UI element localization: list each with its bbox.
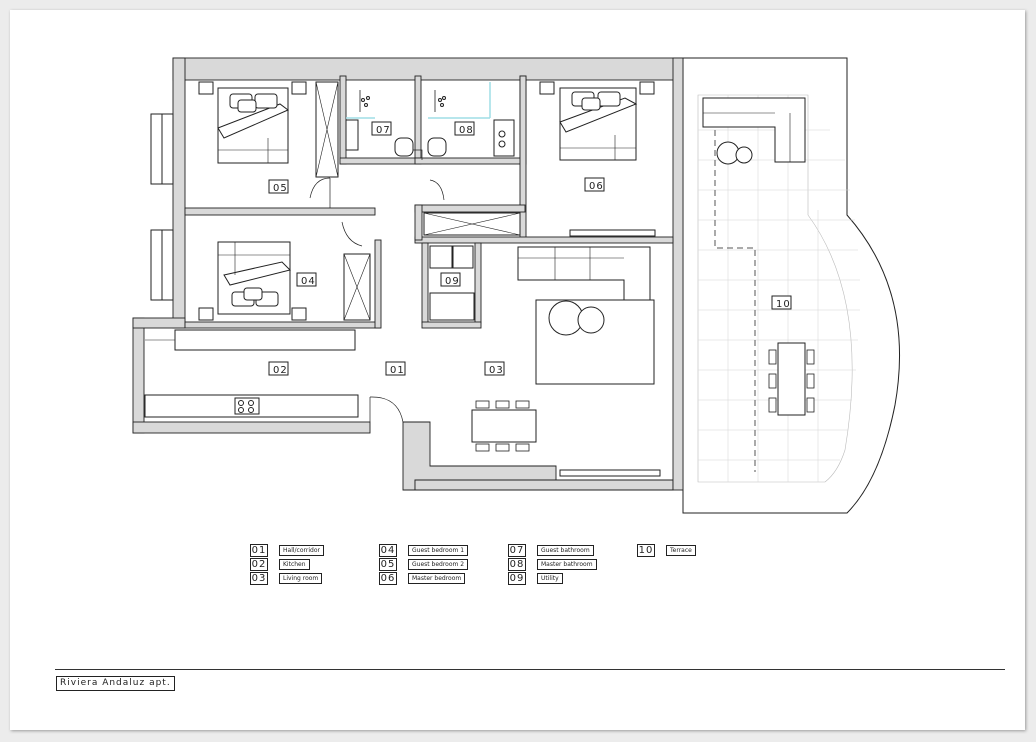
terrace-dining-table	[777, 342, 806, 416]
legend-number: 08	[508, 558, 526, 571]
windows-left	[150, 113, 174, 301]
legend-label: Master bedroom	[408, 573, 466, 584]
terrace-side-table-2	[735, 146, 753, 164]
utility-furniture	[429, 245, 475, 321]
legend-label: Utility	[537, 573, 563, 584]
legend-label: Guest bedroom 2	[408, 559, 469, 570]
room-tag-02: 02	[268, 361, 289, 376]
legend-number: 09	[508, 572, 526, 585]
legend-label: Guest bathroom	[537, 545, 594, 556]
bedroom-04-furniture	[198, 221, 371, 321]
terrace-side-table	[716, 141, 740, 165]
svg-text:01: 01	[390, 365, 405, 376]
bedroom-05-furniture	[198, 81, 339, 208]
terrace-tile-grid	[698, 95, 860, 482]
room-tag-04: 04	[296, 272, 317, 287]
legend-label: Guest bedroom 1	[408, 545, 469, 556]
kitchen-furniture	[144, 329, 359, 418]
legend-number: 02	[250, 558, 268, 571]
legend-label: Kitchen	[279, 559, 310, 570]
svg-text:02: 02	[273, 365, 288, 376]
legend-number: 03	[250, 572, 268, 585]
room-tag-06: 06	[584, 177, 605, 192]
terrace-outline	[682, 57, 900, 514]
room-tag-09: 09	[440, 272, 461, 287]
svg-text:07: 07	[376, 125, 391, 136]
terrace	[682, 57, 900, 514]
living-furniture	[471, 246, 661, 477]
svg-text:09: 09	[445, 276, 460, 287]
svg-text:06: 06	[589, 181, 604, 192]
legend-number: 01	[250, 544, 268, 557]
bedroom-06-furniture	[429, 81, 656, 237]
room-tag-10: 10	[771, 295, 792, 310]
legend-number: 05	[379, 558, 397, 571]
terrace-dashed-line	[714, 110, 756, 472]
legend-number: 10	[637, 544, 655, 557]
svg-text:10: 10	[776, 299, 791, 310]
corridor-storage	[423, 212, 521, 236]
legend-label: Hall/corridor	[279, 545, 324, 556]
room-tag-03: 03	[484, 361, 505, 376]
room-tag-08: 08	[454, 121, 475, 136]
svg-text:03: 03	[489, 365, 504, 376]
legend-label: Living room	[279, 573, 323, 584]
legend-number: 07	[508, 544, 526, 557]
svg-text:08: 08	[459, 125, 474, 136]
legend-number: 04	[379, 544, 397, 557]
svg-text:04: 04	[301, 276, 316, 287]
legend-label: Terrace	[666, 545, 696, 556]
room-tag-07: 07	[371, 121, 392, 136]
drawing-sheet: 05 07 08 06 04 09	[10, 10, 1025, 730]
legend-number: 06	[379, 572, 397, 585]
floor-plan: 05 07 08 06 04 09	[132, 57, 900, 514]
legend-label: Master bathroom	[537, 559, 597, 570]
room-tags: 05 07 08 06 04 09	[268, 121, 792, 376]
terrace-paving	[697, 94, 853, 483]
walls	[132, 57, 684, 491]
entrance-door	[369, 396, 404, 423]
title-block-divider	[55, 669, 1005, 670]
room-tag-05: 05	[268, 179, 289, 194]
room-tag-01: 01	[385, 361, 406, 376]
svg-text:05: 05	[273, 183, 288, 194]
drawing-title: Riviera Andaluz apt.	[56, 676, 175, 691]
bathrooms	[345, 82, 515, 160]
terrace-sofa	[702, 97, 806, 163]
